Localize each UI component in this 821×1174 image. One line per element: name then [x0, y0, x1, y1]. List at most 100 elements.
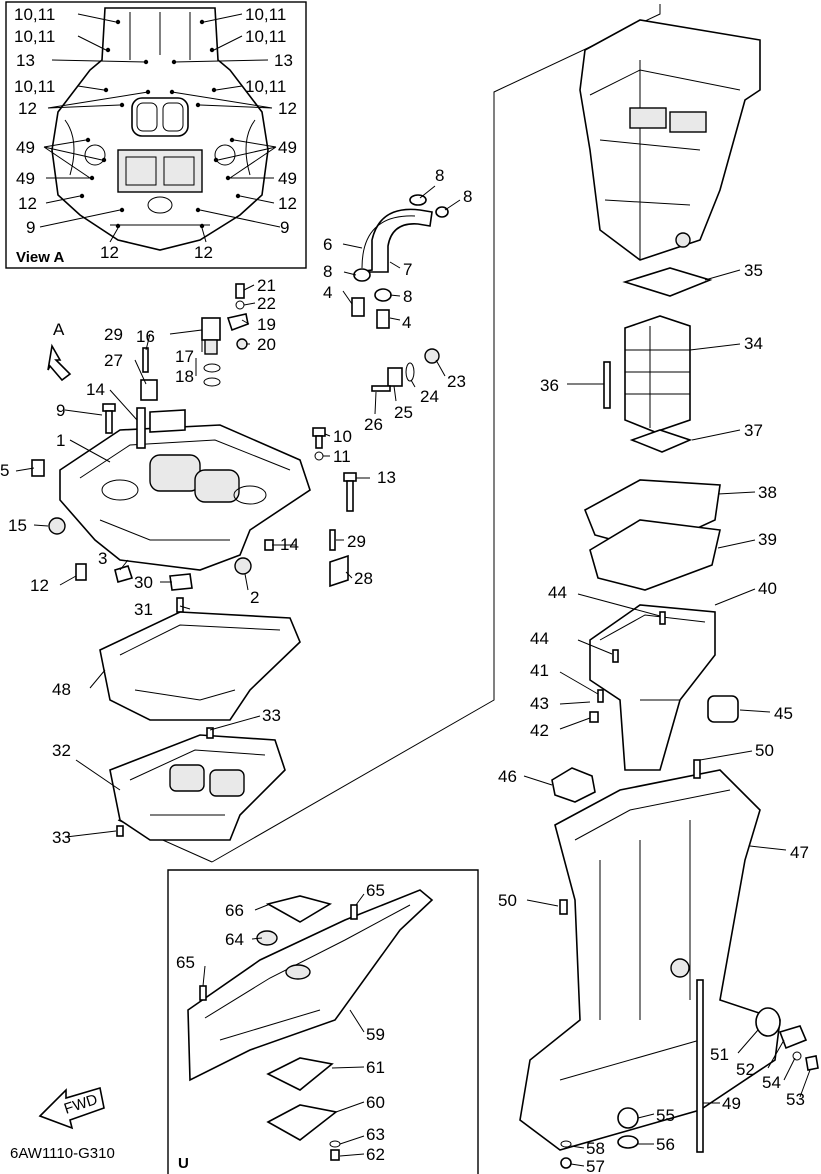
part-label-2: 2 [250, 588, 259, 607]
fwd-arrow: FWD [38, 1086, 105, 1130]
part-label-14b: 14 [280, 535, 299, 554]
part-label-38: 38 [758, 483, 777, 502]
view-a-label-l1: 10,11 [14, 5, 55, 24]
upper-casing-part-47 [519, 769, 781, 1151]
view-a-label-l7: 49 [16, 169, 35, 188]
part-label-8c: 8 [323, 262, 332, 281]
part-label-3: 3 [98, 549, 107, 568]
part-label-16: 16 [136, 327, 155, 346]
part-label-34: 34 [744, 334, 763, 353]
view-a-label-l9: 9 [26, 218, 35, 237]
part-label-14a: 14 [86, 380, 105, 399]
view-a-label-l4: 10,11 [14, 77, 55, 96]
view-a-label-r6: 49 [278, 138, 297, 157]
part-label-49: 49 [722, 1094, 741, 1113]
part-label-61: 61 [366, 1058, 385, 1077]
view-a-label-l5: 12 [18, 99, 37, 118]
view-a-label-r7: 49 [278, 169, 297, 188]
part-label-12: 12 [30, 576, 49, 595]
part-label-50b: 50 [498, 891, 517, 910]
part-label-10: 10 [333, 427, 352, 446]
part-label-1: 1 [56, 431, 65, 450]
part-label-58: 58 [586, 1139, 605, 1158]
part-label-4a: 4 [323, 283, 332, 302]
part-label-31: 31 [134, 600, 153, 619]
part-label-8b: 8 [463, 187, 472, 206]
part-label-39: 39 [758, 530, 777, 549]
part-label-26: 26 [364, 415, 383, 434]
rubber-part-45 [707, 695, 739, 723]
exhaust-manifold-assembly [31, 409, 311, 575]
view-a-label-r1: 10,11 [245, 5, 286, 24]
gasket-part-66 [265, 895, 333, 923]
seal-part-46 [551, 767, 596, 803]
gasket-part-61 [266, 1057, 334, 1091]
part-label-13: 13 [377, 468, 396, 487]
part-label-45: 45 [774, 704, 793, 723]
part-label-33a: 33 [262, 706, 281, 725]
part-label-62: 62 [366, 1145, 385, 1164]
stud-part-49 [696, 979, 704, 1153]
view-a-label-l3: 13 [16, 51, 35, 70]
part-label-53: 53 [786, 1090, 805, 1109]
part-label-35: 35 [744, 261, 763, 280]
small-lower-parts [560, 1007, 819, 1169]
view-a-label-r8: 12 [278, 194, 297, 213]
section-u-box: U [167, 869, 479, 1174]
part-label-63: 63 [366, 1125, 385, 1144]
small-parts [75, 194, 449, 613]
part-label-11: 11 [333, 447, 351, 466]
part-label-4b: 4 [402, 313, 411, 332]
view-a-label-r3: 13 [274, 51, 293, 70]
view-a-inset: 10,11 10,11 10,11 10,11 13 13 10,11 10,1… [5, 1, 307, 269]
part-label-44b: 44 [530, 629, 549, 648]
part-label-9: 9 [56, 401, 65, 420]
part-label-8a: 8 [435, 166, 444, 185]
part-label-66: 66 [225, 901, 244, 920]
part-label-43: 43 [530, 694, 549, 713]
part-label-15: 15 [8, 516, 27, 535]
view-a-label-r5: 12 [278, 99, 297, 118]
part-label-29a: 29 [104, 325, 123, 344]
view-a-label-r9: 9 [280, 218, 289, 237]
part-label-64: 64 [225, 930, 244, 949]
gasket-part-35 [622, 267, 713, 297]
part-label-59: 59 [366, 1025, 385, 1044]
section-u-frame [167, 869, 479, 1174]
part-label-37: 37 [744, 421, 763, 440]
grommet-part-15 [48, 517, 66, 535]
view-a-label-b1: 12 [100, 243, 119, 262]
view-a-ribs [129, 12, 191, 60]
part-label-65b: 65 [176, 953, 195, 972]
section-u-label: U [178, 1155, 189, 1172]
part-label-20: 20 [257, 335, 276, 354]
view-a-label-l2: 10,11 [14, 27, 55, 46]
view-a-frame [5, 1, 307, 269]
gasket-part-39 [589, 519, 721, 591]
part-label-25: 25 [394, 403, 413, 422]
oil-pan-assembly [579, 19, 761, 261]
part-label-24: 24 [420, 387, 439, 406]
part-label-27: 27 [104, 351, 123, 370]
view-a-label-r4: 10,11 [245, 77, 286, 96]
part-label-41: 41 [530, 661, 549, 680]
view-a-label-l6: 49 [16, 138, 35, 157]
part-label-60: 60 [366, 1093, 385, 1112]
part-label-36: 36 [540, 376, 559, 395]
part-label-22: 22 [257, 294, 276, 313]
housing-part-40 [589, 604, 716, 771]
cover-part-59 [187, 889, 434, 1082]
part-label-17: 17 [175, 347, 194, 366]
part-label-6: 6 [323, 235, 332, 254]
part-label-40: 40 [758, 579, 777, 598]
part-label-47: 47 [790, 843, 809, 862]
part-label-33b: 33 [52, 828, 71, 847]
plug-part-2 [234, 557, 252, 575]
part-label-5: 5 [0, 461, 9, 480]
part-label-23: 23 [447, 372, 466, 391]
part-number-labels: 1 2 3 4 4 5 6 7 8 8 8 8 9 10 11 12 13 14… [0, 166, 809, 1174]
part-label-32: 32 [52, 741, 71, 760]
part-label-44a: 44 [548, 583, 567, 602]
part-label-8d: 8 [403, 287, 412, 306]
